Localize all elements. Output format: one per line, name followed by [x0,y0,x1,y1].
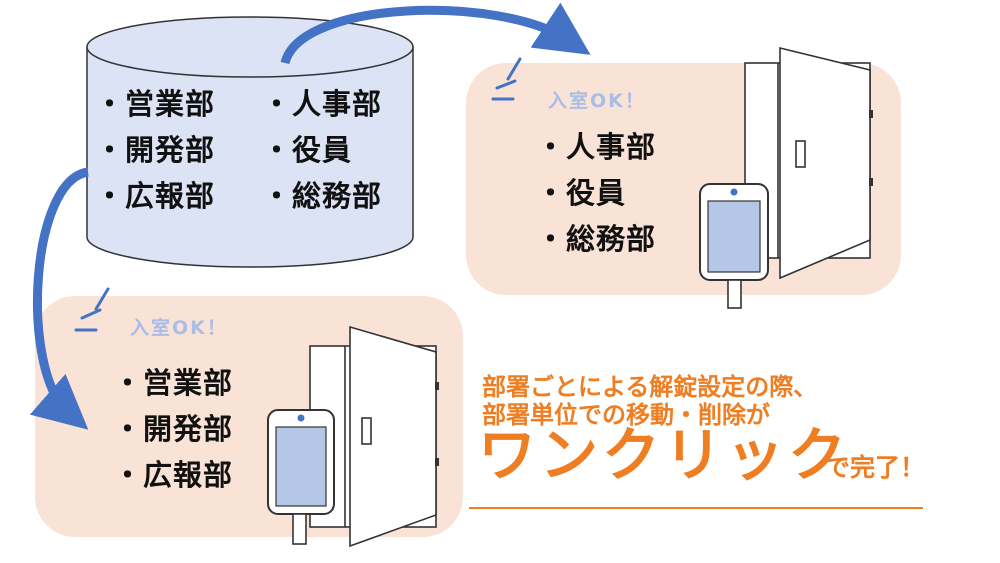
face-terminal-bottom-icon [267,409,335,545]
list-item: ・人事部 [536,130,657,164]
message-highlight: ワンクリック [478,421,851,489]
database-list-left: ・営業部 ・開発部 ・広報部 [95,81,215,219]
arrow-to-top-panel [280,2,591,65]
list-item: ・人事部 [262,87,383,121]
list-item: ・総務部 [262,179,383,213]
list-item: ・役員 [536,176,627,210]
entry-ok-badge-top: 入室OK！ [548,90,646,112]
sparkle-lines-top [491,57,522,101]
list-item: ・営業部 [113,366,234,400]
list-item: ・開発部 [95,133,216,167]
sparkle-lines-bottom [74,287,110,332]
database-list-right: ・人事部 ・役員 ・総務部 [262,81,382,219]
list-item: ・総務部 [536,222,657,256]
list-item: ・役員 [262,133,353,167]
entry-ok-badge-bottom: 入室OK！ [130,317,228,339]
list-item: ・広報部 [113,458,234,492]
message-suffix: で完了！ [825,453,926,482]
list-item: ・開発部 [113,412,234,446]
list-item: ・広報部 [95,179,216,213]
panel-top-list: ・人事部 ・役員 ・総務部 [536,124,656,262]
face-terminal-top-icon [699,183,769,309]
list-item: ・営業部 [95,87,216,121]
message-line-2: 部署単位での移動・削除が [482,401,770,429]
message-line-1: 部署ごとによる解錠設定の際、 [482,373,818,401]
panel-bottom-list: ・営業部 ・開発部 ・広報部 [113,360,233,498]
arrow-to-bottom-panel [29,167,90,430]
